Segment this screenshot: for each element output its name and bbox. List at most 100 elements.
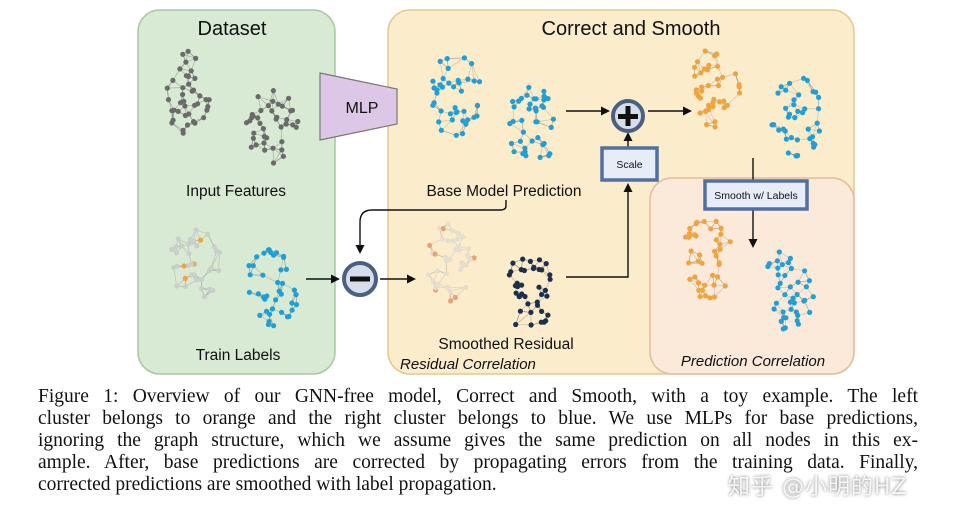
graph-node: [713, 253, 719, 259]
graph-node: [686, 231, 693, 237]
graph-node: [710, 272, 716, 278]
graph-node: [177, 66, 183, 72]
graph-node: [169, 108, 175, 114]
graph-node: [736, 82, 742, 88]
graph-node: [180, 130, 186, 136]
graph-node: [295, 118, 301, 125]
graph-node: [270, 145, 276, 151]
graph-edge: [262, 274, 278, 283]
graph-node: [539, 291, 545, 298]
graph-node: [775, 265, 781, 271]
graph-node: [273, 297, 279, 303]
graph-node: [538, 319, 544, 325]
graph-node: [461, 55, 467, 61]
graph-node: [269, 306, 276, 312]
graph-node: [786, 111, 793, 117]
graph-node: [280, 153, 286, 159]
graph-node: [279, 280, 286, 286]
graph-node: [425, 272, 432, 278]
graph-node: [810, 89, 816, 95]
graph-node: [197, 93, 203, 99]
graph-node: [286, 313, 292, 320]
graph-node: [512, 283, 519, 289]
graph-node: [289, 300, 295, 306]
graph-node: [263, 308, 270, 314]
graph-node: [717, 99, 723, 105]
graph-node: [286, 95, 292, 101]
graph-edge: [467, 63, 472, 80]
graph-node: [173, 250, 179, 256]
graph-node: [180, 51, 186, 57]
graph-node: [445, 221, 451, 227]
graph-node: [543, 261, 549, 267]
graph-node: [431, 100, 437, 106]
graph-node: [440, 226, 446, 232]
base-to-minus-arrow: [355, 200, 507, 254]
graph-node: [255, 115, 261, 121]
graph-node: [192, 102, 198, 108]
graph-node: [795, 312, 801, 318]
graph-node: [702, 282, 708, 288]
graph-node: [439, 84, 445, 90]
graph-edge: [450, 287, 466, 292]
graph-node: [810, 294, 816, 300]
graph-node: [453, 132, 459, 138]
prediction-correlation-label: Prediction Correlation: [681, 353, 825, 370]
residual-right-cluster: [506, 256, 553, 328]
graph-node: [430, 78, 436, 84]
graph-node: [279, 139, 285, 145]
graph-node: [765, 263, 771, 270]
graph-node: [271, 252, 277, 258]
graph-node: [527, 101, 533, 107]
graph-node: [535, 135, 541, 141]
graph-node: [253, 142, 259, 148]
graph-node: [438, 127, 444, 133]
graph-node: [193, 227, 199, 233]
graph-node: [814, 120, 820, 126]
graph-node: [810, 140, 816, 146]
graph-node: [781, 315, 787, 321]
graph-node: [722, 283, 728, 289]
graph-node: [701, 66, 707, 72]
graph-node: [547, 276, 553, 282]
residual-left-cluster: [425, 221, 477, 304]
graph-node: [715, 274, 721, 280]
graph-node: [455, 236, 461, 242]
graph-node: [170, 77, 176, 83]
graph-edge: [727, 92, 740, 106]
graph-node: [720, 74, 726, 80]
smoothed-residual-label: Smoothed Residual: [438, 336, 573, 353]
graph-edge: [705, 111, 716, 128]
graph-node: [248, 144, 254, 150]
graph-node: [170, 117, 176, 123]
graph-node: [293, 302, 300, 308]
graph-node: [775, 285, 781, 291]
graph-node: [436, 119, 442, 125]
graph-node: [251, 130, 257, 136]
graph-node: [721, 98, 727, 104]
graph-node: [184, 122, 191, 128]
graph-node: [471, 255, 477, 261]
graph-node: [697, 252, 703, 258]
graph-node: [519, 282, 525, 288]
minus-operator-icon: [342, 261, 378, 297]
train-right-cluster: [246, 247, 300, 329]
graph-node: [207, 286, 213, 292]
graph-node: [278, 124, 284, 130]
caption-line: ignoring the graph structure, which we a…: [38, 430, 918, 451]
graph-node: [182, 283, 189, 290]
graph-node: [780, 326, 786, 332]
graph-node: [699, 84, 705, 90]
graph-node: [284, 117, 290, 123]
graph-node: [783, 87, 789, 93]
graph-node: [805, 126, 811, 132]
graph-node: [707, 295, 713, 301]
graph-node: [699, 88, 705, 94]
graph-node: [198, 286, 205, 292]
graph-node: [692, 73, 698, 79]
graph-node: [450, 238, 456, 244]
graph-node: [687, 276, 693, 282]
graph-node: [804, 77, 810, 83]
graph-node: [513, 290, 519, 296]
graph-node: [164, 85, 170, 91]
